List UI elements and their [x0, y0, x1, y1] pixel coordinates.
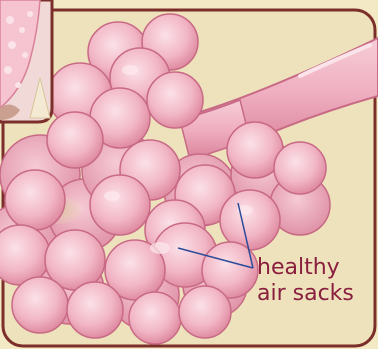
label-air-sacks: air sacks: [257, 282, 354, 306]
label-healthy: healthy: [257, 256, 340, 280]
inset-panel: [0, 0, 52, 122]
